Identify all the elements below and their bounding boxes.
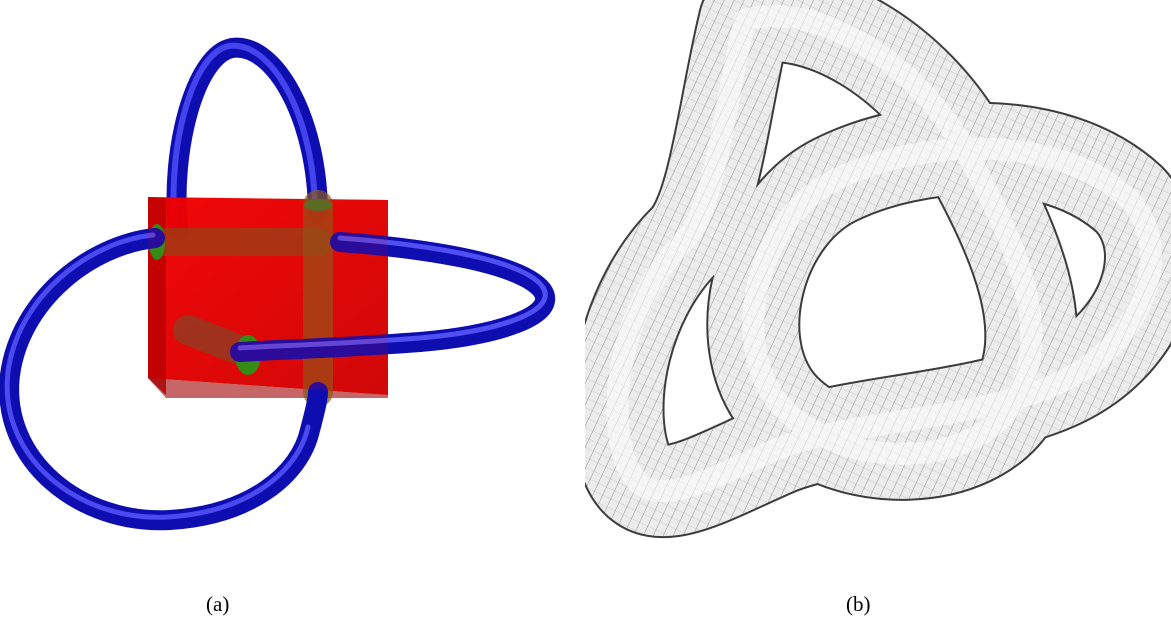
panel-a-image	[0, 0, 585, 629]
blue-tube-back	[166, 37, 328, 240]
trefoil-knot	[585, 0, 1171, 539]
tube-box-illustration	[0, 37, 556, 531]
trefoil-knot-illustration	[585, 0, 1171, 539]
caption-b: (b)	[846, 592, 871, 616]
blue-tube-front	[0, 228, 556, 531]
caption-a: (a)	[206, 592, 230, 616]
box-front-face	[148, 197, 388, 395]
panel-b-image	[585, 0, 1171, 629]
